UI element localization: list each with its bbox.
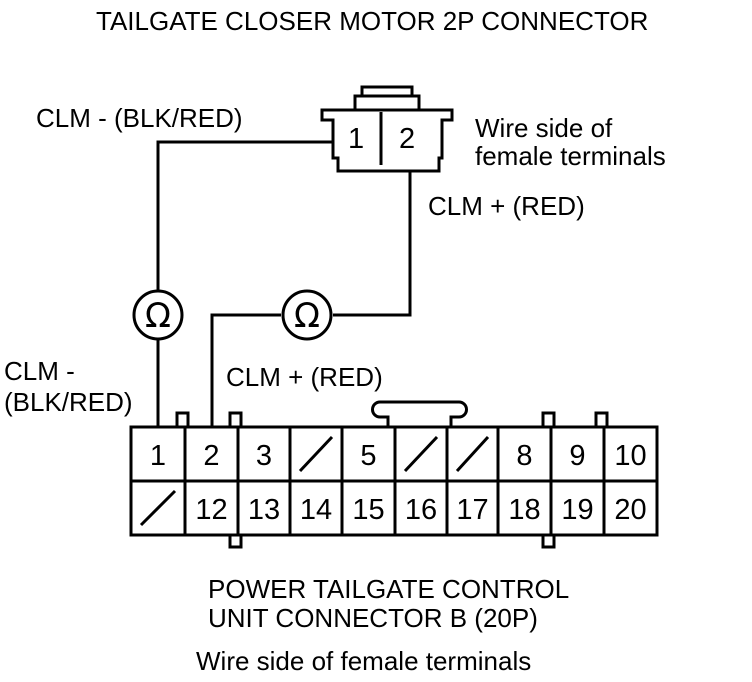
motor-pin-1: 1 — [348, 123, 364, 155]
pin-3: 3 — [256, 440, 272, 472]
connector-tab-top-1 — [175, 411, 190, 429]
pin-1: 1 — [150, 440, 166, 472]
pin-17: 17 — [456, 494, 488, 526]
ohmmeter-left: Ω — [132, 289, 184, 341]
wire-clm-plus-lower — [210, 313, 281, 427]
pin-8: 8 — [516, 440, 532, 472]
unused-cavity-mark — [403, 435, 439, 473]
control-unit-label-line2: UNIT CONNECTOR B (20P) — [208, 603, 538, 633]
motor-connector-note-line2: female terminals — [475, 141, 666, 171]
label-clm-minus-left-line1: CLM - — [4, 356, 75, 386]
connector-tab-top-4 — [594, 411, 609, 429]
connector-tab-top-3 — [541, 411, 556, 429]
pin-16: 16 — [405, 494, 437, 526]
wire-clm-minus-upper — [156, 140, 333, 291]
pin-12: 12 — [195, 494, 227, 526]
pin-9: 9 — [569, 440, 585, 472]
pin-5: 5 — [360, 440, 376, 472]
label-clm-minus-left-line2: (BLK/RED) — [4, 387, 133, 417]
motor-connector-housing — [320, 108, 454, 173]
connector-tab-top-2 — [228, 411, 243, 429]
wire-paths — [156, 140, 412, 427]
ohm-icon-right: Ω — [294, 296, 320, 336]
connector-tab-bottom-1 — [228, 533, 243, 549]
control-unit-note: Wire side of female terminals — [196, 646, 531, 676]
diagram-title: TAILGATE CLOSER MOTOR 2P CONNECTOR — [96, 6, 648, 36]
unused-cavity-mark — [455, 435, 490, 473]
motor-pin-2: 2 — [399, 123, 415, 155]
motor-connector-lock-base — [353, 94, 421, 112]
pin-13: 13 — [248, 494, 280, 526]
ohmmeter-right-circle — [281, 289, 333, 341]
label-clm-plus-top: CLM + (RED) — [428, 191, 585, 221]
motor-connector-note-line1: Wire side of — [475, 113, 613, 143]
ohmmeter-left-circle — [132, 289, 184, 341]
label-clm-minus-top: CLM - (BLK/RED) — [36, 103, 243, 133]
control-unit-label-line1: POWER TAILGATE CONTROL — [208, 574, 569, 604]
connector-grid — [129, 425, 659, 537]
pin-15: 15 — [352, 494, 384, 526]
unused-cavity-mark — [139, 489, 177, 527]
label-clm-plus-lower: CLM + (RED) — [226, 362, 383, 392]
pin-2: 2 — [203, 440, 219, 472]
ohmmeter-right: Ω — [281, 289, 333, 341]
connector-lock-top — [371, 400, 468, 427]
pin-18: 18 — [508, 494, 540, 526]
pin-20: 20 — [614, 494, 646, 526]
pin-10: 10 — [614, 440, 646, 472]
unused-cavity-mark — [298, 435, 334, 473]
connector-tab-bottom-2 — [541, 533, 556, 549]
pin-19: 19 — [561, 494, 593, 526]
pin-14: 14 — [300, 494, 332, 526]
ohm-icon-left: Ω — [145, 296, 171, 336]
wire-clm-plus-upper — [333, 171, 412, 317]
motor-2p-connector — [320, 85, 454, 173]
control-unit-20p-connector — [129, 400, 659, 549]
